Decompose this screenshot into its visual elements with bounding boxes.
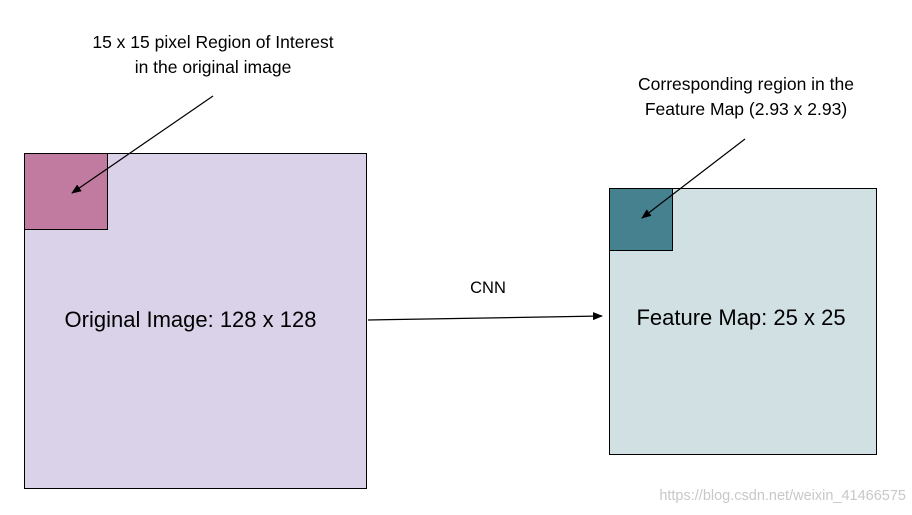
roi-caption: 15 x 15 pixel Region of Interest in the … <box>48 30 378 80</box>
fm-caption-line-1: Corresponding region in the <box>638 74 854 94</box>
feature-map-region-caption: Corresponding region in the Feature Map … <box>596 72 896 122</box>
feature-map-region-box <box>609 188 673 251</box>
fm-caption-line-2: Feature Map (2.93 x 2.93) <box>644 99 848 119</box>
original-image-label: Original Image: 128 x 128 <box>64 307 317 332</box>
watermark-text: https://blog.csdn.net/weixin_41466575 <box>659 488 906 504</box>
cnn-label: CNN <box>470 279 506 297</box>
roi-caption-line-2: in the original image <box>134 57 292 77</box>
cnn-transform-arrow <box>367 312 603 321</box>
region-of-interest-box <box>24 153 108 230</box>
roi-caption-line-1: 15 x 15 pixel Region of Interest <box>92 32 334 52</box>
feature-map-label: Feature Map: 25 x 25 <box>636 305 846 330</box>
roi-pointer-arrow <box>71 95 214 194</box>
fm-region-pointer-arrow <box>641 138 746 219</box>
